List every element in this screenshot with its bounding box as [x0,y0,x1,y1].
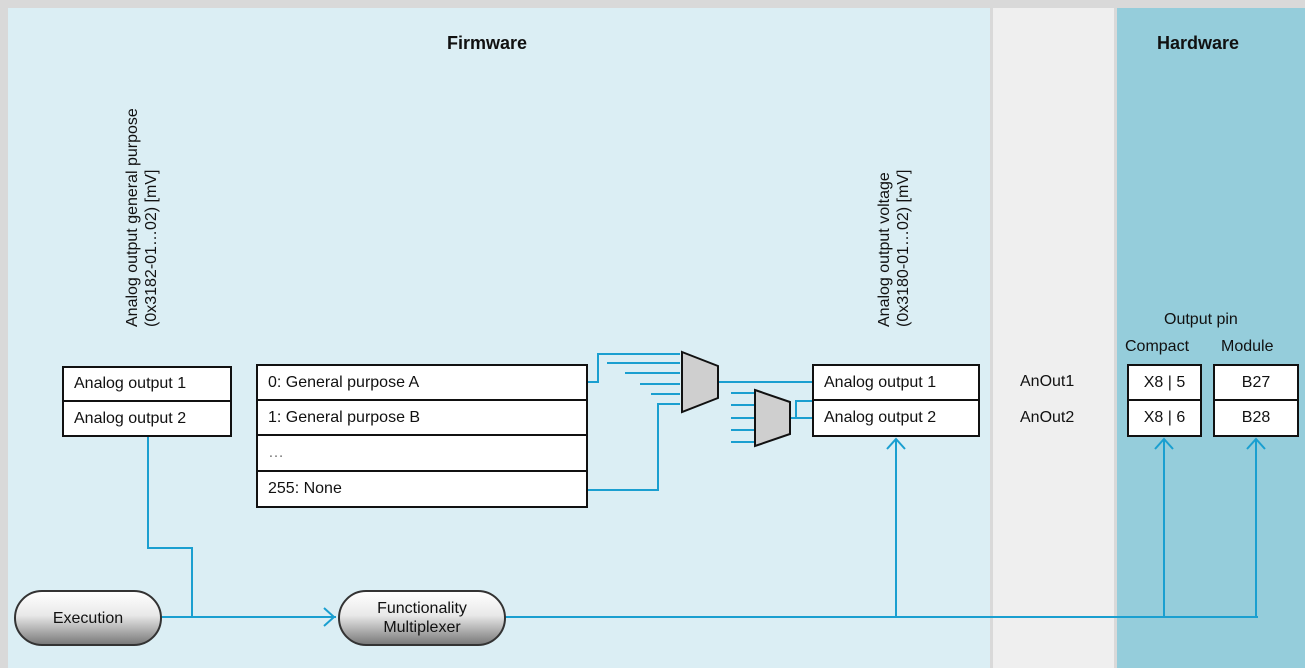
right-analog-output-1: Analog output 1 [812,364,980,401]
wire-source-a [586,353,680,383]
wire-mux2-output [790,400,812,419]
caption-line: (0x3180-01…02) [mV] [895,169,912,327]
module-pin-1: B27 [1213,364,1299,401]
selection-row: 0: General purpose A [256,364,588,401]
module-pin-2: B28 [1213,399,1299,437]
module-header: Module [1221,338,1274,355]
hardware-panel [1117,8,1305,668]
multiplexer-label-line: Functionality [377,600,467,617]
wire-source-none [586,403,680,491]
compact-header: Compact [1125,338,1190,355]
multiplexer-2-icon [754,388,791,448]
signal-panel [993,8,1114,668]
general-purpose-caption: Analog output general purpose (0x3182-01… [123,108,161,327]
compact-pin-1: X8 | 5 [1127,364,1202,401]
hardware-title: Hardware [1157,33,1240,53]
right-analog-output-2: Analog output 2 [812,399,980,437]
left-analog-output-2: Analog output 2 [62,400,232,437]
functionality-multiplexer-node: Functionality Multiplexer [338,590,506,646]
firmware-title: Firmware [447,33,528,53]
output-pin-title: Output pin [1164,311,1238,328]
multiplexer-label-line: Multiplexer [383,619,461,636]
caption-line: (0x3182-01…02) [mV] [143,169,160,327]
compact-pin-2: X8 | 6 [1127,399,1202,437]
voltage-caption: Analog output voltage (0x3180-01…02) [mV… [875,170,913,327]
wire-general-purpose [147,436,193,617]
signal-anout2: AnOut2 [1020,409,1075,426]
caption-line: Analog output voltage [876,172,893,327]
signal-anout1: AnOut1 [1020,373,1075,390]
multiplexer-1-icon [681,350,719,414]
left-analog-output-1: Analog output 1 [62,366,232,402]
execution-node: Execution [14,590,162,646]
caption-line: Analog output general purpose [124,108,141,327]
firmware-panel [8,8,990,668]
selection-row: 1: General purpose B [256,399,588,436]
selection-row: … [256,434,588,472]
selection-row: 255: None [256,470,588,508]
